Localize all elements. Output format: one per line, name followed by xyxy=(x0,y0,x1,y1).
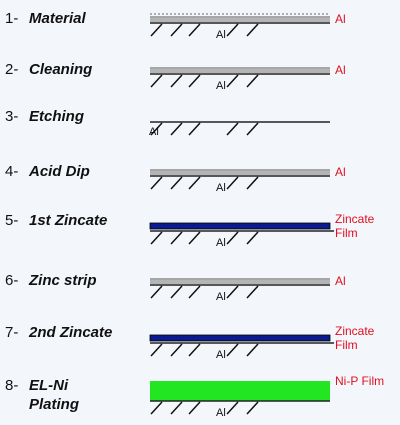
zincate-film-layer xyxy=(149,334,331,342)
substrate-hatch xyxy=(188,401,201,415)
substrate-hatch xyxy=(150,343,163,357)
layer-label: Al xyxy=(335,165,346,179)
substrate-hatch xyxy=(226,231,239,245)
substrate-hatch xyxy=(188,176,201,190)
substrate-label: Al xyxy=(149,126,159,138)
substrate-hatch xyxy=(170,285,183,299)
step-name: 1st Zincate xyxy=(29,212,107,229)
step-name: Acid Dip xyxy=(28,163,90,180)
substrate-hatch xyxy=(188,231,201,245)
layer-label: Al xyxy=(335,63,346,77)
oxide-layer xyxy=(150,18,330,22)
layer-label: Al xyxy=(335,274,346,288)
zincate-film-layer xyxy=(149,222,331,230)
substrate-hatch xyxy=(246,176,259,190)
layer-label: Ni-P Film xyxy=(335,374,384,388)
substrate-hatch xyxy=(188,74,201,88)
substrate-hatch xyxy=(150,23,163,37)
step-number: 5- xyxy=(5,212,18,229)
substrate-hatch xyxy=(170,343,183,357)
substrate-hatch xyxy=(170,176,183,190)
step-number: 3- xyxy=(5,108,18,125)
substrate-hatch xyxy=(226,122,239,136)
substrate-label: Al xyxy=(216,349,226,361)
substrate-label: Al xyxy=(216,80,226,92)
substrate-hatch xyxy=(170,122,183,136)
step-number: 1- xyxy=(5,10,18,27)
substrate-hatch xyxy=(150,176,163,190)
oxide-layer xyxy=(150,280,330,284)
substrate-hatch xyxy=(170,23,183,37)
nip-film-layer xyxy=(150,381,330,401)
substrate-label: Al xyxy=(216,237,226,249)
step-number: 2- xyxy=(5,61,18,78)
step-number: 8- xyxy=(5,377,18,394)
layer-label: Zincate xyxy=(335,324,375,338)
substrate-hatch xyxy=(188,122,201,136)
substrate-label: Al xyxy=(216,291,226,303)
substrate-hatch xyxy=(226,23,239,37)
substrate-hatch xyxy=(150,74,163,88)
substrate-label: Al xyxy=(216,182,226,194)
substrate-hatch xyxy=(246,401,259,415)
step-name: Material xyxy=(29,10,87,27)
step-name: Etching xyxy=(29,108,84,125)
substrate-label: Al xyxy=(216,29,226,41)
substrate-hatch xyxy=(188,285,201,299)
step-number: 4- xyxy=(5,163,18,180)
substrate-hatch xyxy=(150,285,163,299)
step-name: Zinc strip xyxy=(28,272,97,289)
substrate-hatch xyxy=(150,122,163,136)
step-name: 2nd Zincate xyxy=(28,324,112,341)
layer-label: Film xyxy=(335,338,358,352)
substrate-hatch xyxy=(246,285,259,299)
substrate-hatch xyxy=(188,23,201,37)
substrate-hatch xyxy=(226,74,239,88)
substrate-hatch xyxy=(170,401,183,415)
substrate-hatch xyxy=(150,231,163,245)
substrate-hatch xyxy=(246,122,259,136)
step-name: Cleaning xyxy=(29,61,92,78)
layer-label: Al xyxy=(335,12,346,26)
step-number: 6- xyxy=(5,272,18,289)
substrate-hatch xyxy=(170,74,183,88)
substrate-hatch xyxy=(150,401,163,415)
layer-label: Zincate xyxy=(335,212,375,226)
oxide-layer xyxy=(150,171,330,175)
substrate-hatch xyxy=(226,401,239,415)
step-name: Plating xyxy=(29,396,79,413)
substrate-hatch xyxy=(170,231,183,245)
substrate-hatch xyxy=(226,343,239,357)
layer-label: Film xyxy=(335,226,358,240)
substrate-hatch xyxy=(226,285,239,299)
substrate-hatch xyxy=(246,23,259,37)
substrate-hatch xyxy=(246,74,259,88)
substrate-hatch xyxy=(246,231,259,245)
oxide-layer xyxy=(150,69,330,73)
step-name: EL-Ni xyxy=(29,377,69,394)
step-number: 7- xyxy=(5,324,18,341)
substrate-hatch xyxy=(226,176,239,190)
substrate-hatch xyxy=(188,343,201,357)
substrate-label: Al xyxy=(216,407,226,419)
substrate-hatch xyxy=(246,343,259,357)
